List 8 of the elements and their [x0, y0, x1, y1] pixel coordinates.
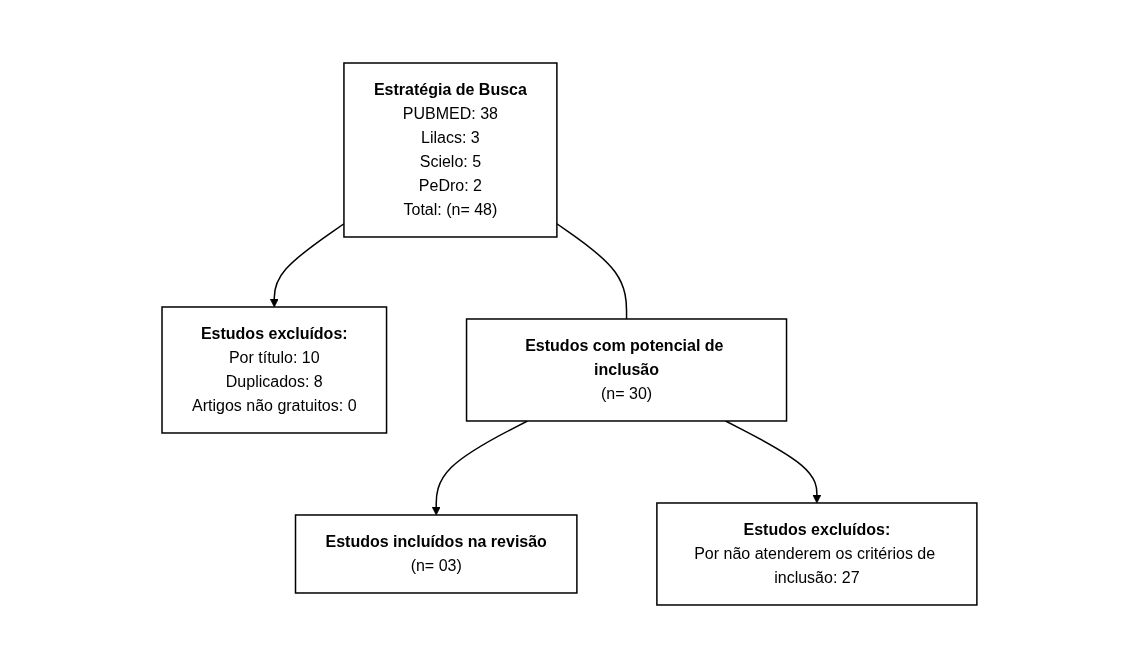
node-box: Estudos excluídos: Por não atenderem os critérios de inclusão: 27 [656, 501, 978, 606]
node-box: Estratégia de Busca PUBMED: 38 Lilacs: 3 Scielo: 5 PeDro: 2 Total: (n= 48) [343, 61, 558, 238]
node-box: Estudos excluídos: Por título: 10 Duplicados: 8 Artigos não gratuitos: 0 [161, 305, 388, 434]
arrow [431, 419, 529, 515]
arrow [724, 419, 822, 503]
connector [556, 222, 628, 320]
node-box: Estudos com potencial de inclusão (n= 30) [465, 317, 788, 422]
node-box: Estudos incluídos na revisão (n= 03) [294, 513, 578, 594]
